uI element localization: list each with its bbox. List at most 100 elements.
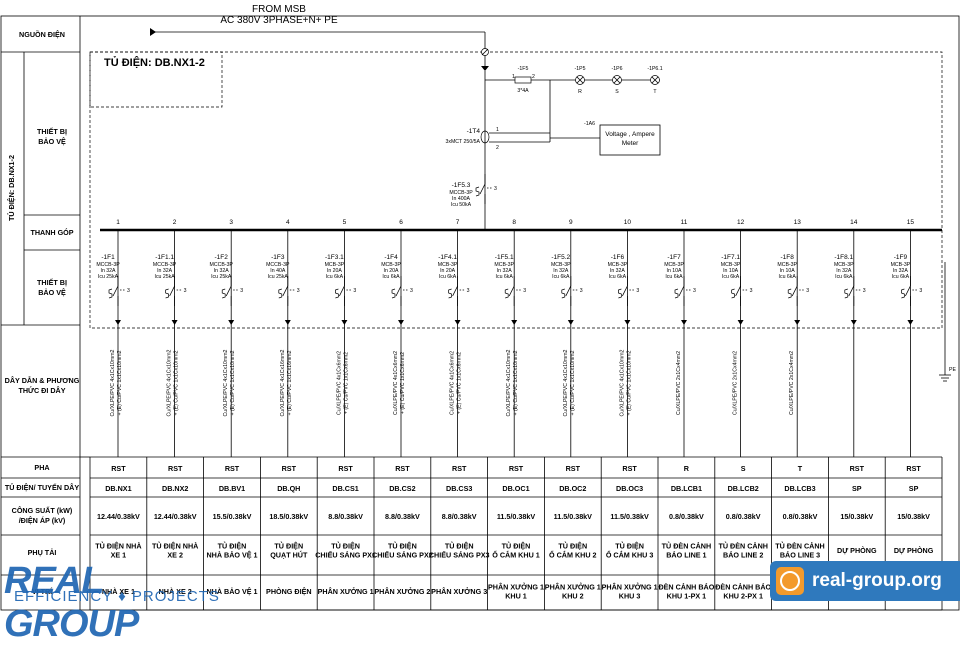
table-load-cell: Ổ CẮM KHU 2 [549,551,597,560]
feeder-breaker-symbol [278,276,296,306]
lamp-cross [613,76,621,84]
breaker-contact [282,285,289,297]
breaker-contact [622,285,628,297]
row-label-protection-top-1: THIẾT BỊ [37,126,67,136]
feeder-breaker-id: -1F2 [215,254,229,261]
breaker-trip-icon [391,288,396,299]
row-label-protection-top-2: BẢO VỆ [38,137,66,146]
current-transformer-icon [480,130,490,144]
table-panel-cell: DB.NX1 [105,484,131,493]
feeder-pole-label: 3 [806,288,809,294]
meter-label-1: Voltage , Ampere [605,131,655,138]
feeder-arrow-icon [341,320,348,325]
feeder-pole-label: 3 [127,288,130,294]
main-breaker-id: -1F5.3 [452,182,471,189]
feeder-breaker-type: MCB-3P [834,262,854,268]
feeder-cable-spec: + (E) Cu/PVC 1x1Cx10mm2 [117,350,123,415]
feeder-breaker-rating: In 10A [667,268,683,274]
table-location-cell: NHÀ XE 2 [159,587,192,596]
table-load-cell: DỰ PHÒNG [837,546,877,555]
feeder-breaker-symbol [108,276,126,306]
breaker-trip-icon [278,288,283,299]
table-phase-cell: RST [452,464,467,473]
meter-id: -1A6 [584,121,595,127]
feeder-breaker-rating: In 10A [780,268,796,274]
table-location-cell: PHÒNG ĐIỆN [266,587,312,596]
panel-title-box-dashed [89,51,223,108]
main-breaker-rating: In 400A [452,196,470,202]
breaker-trip-icon [448,288,452,299]
feeder-arrow-icon [737,320,744,325]
feeder-cable-spec: Cu/XLPE/PVC 4x1Cx10mm2 [619,349,625,416]
meter-label-2: Meter [622,140,639,147]
breaker-contact [678,285,685,297]
feeder-arrow-icon [624,320,631,325]
feeder-pole-label: 3 [410,288,413,294]
feeder-cable-spec: Cu/XLPE/PVC 2x1Cx4mm2 [789,351,795,415]
row-label-cables-1: DÂY DẪN & PHƯƠNG [5,376,80,385]
source-title: FROM MSB [252,4,306,15]
realgroup-logo-right[interactable]: real-group.org [770,561,960,601]
feeder-breaker-id: -1F5.2 [551,254,570,261]
table-load-cell: TỦ ĐIỆN [615,542,644,551]
feeder-breaker-icu: Icu 6kA [326,274,344,280]
panel-enclosure-dashed [89,51,943,329]
table-load-cell: TỦ ĐIỆN [502,542,531,551]
feeder-breaker-icu: Icu 6kA [552,274,570,280]
fuse-rating: 3*4A [517,88,529,94]
ct-pin1: 1 [496,127,499,133]
feeder-breaker-symbol [618,276,636,306]
main-breaker-symbol: 3 [475,174,497,204]
breaker-trip-icon [787,288,792,299]
feeder-number: 12 [737,219,745,226]
feeder-arrow-icon [454,320,461,325]
feeder-cable-spec: + (E) Cu/PVC 1x1Cx10mm2 [230,350,236,415]
feeder-breaker-id: -1F3.1 [325,254,344,261]
feeder-number: 3 [229,219,233,226]
feeder-cable-spec: Cu/XLPE/PVC 4x1Cx10mm2 [506,349,512,416]
feeder-arrow-icon [511,320,518,325]
feeder-breaker-icu: Icu 25kA [211,274,232,280]
row-label-location: VỊ TRÍ [32,587,53,596]
feeder-breaker-type: MCB-3P [721,262,741,268]
lamp-id: -1P5 [575,66,586,72]
table-load-cell: Ổ CẮM KHU 1 [492,551,540,560]
feeder-breaker-icu: Icu 6kA [722,274,740,280]
table-location-cell: ĐÈN CẢNH BÁO [658,583,714,592]
table-phase-cell: RST [111,464,126,473]
feeder-breaker-symbol [448,276,466,306]
feeder-breaker-rating: In 32A [610,268,626,274]
table-location-cell: PHÂN XƯỞNG 1 [488,583,544,592]
table-location-cell: KHU 2-PX 1 [723,592,763,601]
feeder-cable-spec: + (E) Cu/PVC 1x1Cx6mm2 [400,352,406,414]
ct-id: -1T4 [467,128,481,135]
panel-title: TỦ ĐIỆN: DB.NX1-2 [104,56,205,69]
indicator-lamp-t: -1P6.1T [647,66,662,95]
table-location-cell: KHU 1 [505,592,527,601]
row-label-protection-2: BẢO VỆ [38,288,66,297]
table-panel-cell: DB.QH [277,484,300,493]
table-load-cell: XE 1 [111,551,127,560]
table-load-cell: BÁO LINE 3 [780,551,820,560]
table-load-cell: TỦ ĐÈN CẢNH [662,542,712,551]
feeder-pole-label: 3 [863,288,866,294]
table-load-cell: TỦ ĐÈN CẢNH [718,542,768,551]
feeder-cable-spec: Cu/XLPE/PVC 4x1Cx10mm2 [110,349,116,416]
feeder-breaker-type: MCB-3P [381,262,401,268]
breaker-trip-icon [844,288,849,299]
feeder-number: 1 [116,219,120,226]
row-label-source: NGUỒN ĐIỆN [19,29,65,39]
feeder-number: 2 [173,219,177,226]
table-phase-cell: RST [168,464,183,473]
table-load-cell: BÁO LINE 1 [666,551,706,560]
table-phase-cell: RST [282,464,297,473]
feeder-number: 4 [286,219,290,226]
feeder-pole-label: 3 [353,288,356,294]
